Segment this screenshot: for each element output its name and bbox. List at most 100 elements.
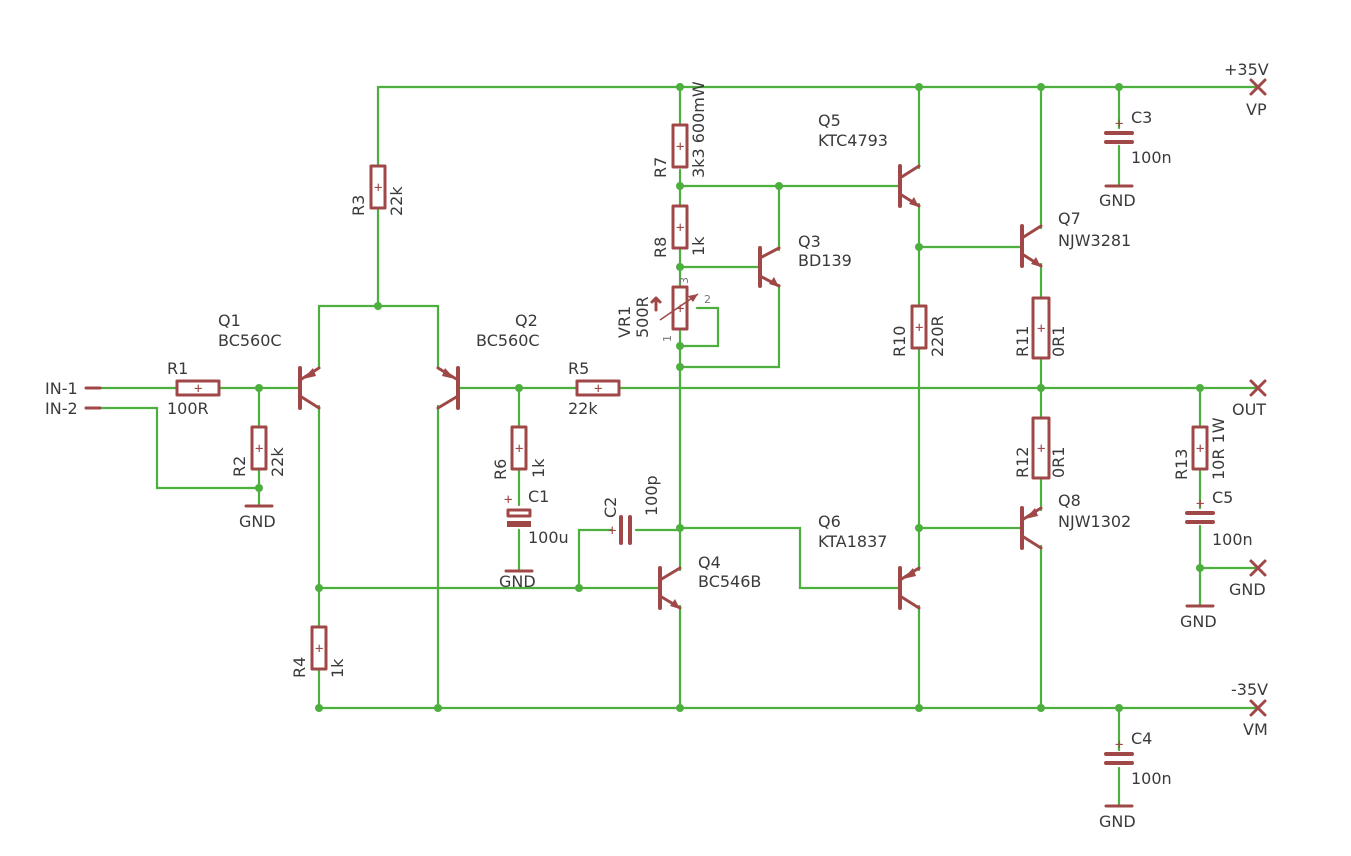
- q7-part: NJW3281: [1058, 231, 1131, 250]
- vm-name: VM: [1243, 720, 1268, 739]
- resistor-r1: + R1 100R: [167, 359, 221, 418]
- vr1-pin1: 1: [661, 335, 674, 342]
- gnd-c1: GND: [499, 569, 536, 591]
- gnd-connector: GND: [1229, 559, 1267, 599]
- r7-name: R7: [651, 157, 670, 178]
- c4-value: 100n: [1131, 769, 1172, 788]
- r2-name: R2: [230, 456, 249, 477]
- c1-value: 100u: [528, 528, 569, 547]
- svg-text:+: +: [1037, 441, 1045, 457]
- svg-text:+: +: [676, 220, 684, 236]
- capacitor-c5: + C5 100n: [1185, 488, 1253, 549]
- gnd-connector-label: GND: [1229, 580, 1266, 599]
- r12-value: 0R1: [1049, 447, 1068, 478]
- resistor-r2: + R2 22k: [230, 425, 287, 477]
- q8-name: Q8: [1058, 491, 1081, 510]
- gnd-r2: GND: [239, 504, 276, 531]
- transistor-q8: Q8 NJW1302: [1020, 491, 1131, 550]
- capacitor-c1: + C1 100u: [504, 487, 569, 547]
- q6-name: Q6: [818, 512, 841, 531]
- r13-name: R13: [1172, 449, 1191, 480]
- r10-value: 220R: [928, 315, 947, 357]
- transistor-q2: Q2 BC560C: [436, 311, 540, 410]
- q3-part: BD139: [798, 251, 852, 270]
- gnd-label: GND: [1099, 191, 1136, 210]
- resistor-r10: + R10 220R: [890, 304, 947, 357]
- in1-label: IN-1: [45, 379, 78, 398]
- svg-text:+: +: [608, 523, 616, 539]
- q4-name: Q4: [698, 553, 721, 572]
- r1-name: R1: [167, 359, 188, 378]
- c3-value: 100n: [1131, 148, 1172, 167]
- c2-name: C2: [601, 497, 620, 518]
- vp-voltage: +35V: [1224, 60, 1269, 79]
- in2-label: IN-2: [45, 399, 78, 418]
- gnd-c4: GND: [1099, 804, 1136, 831]
- wires: [96, 85, 1257, 807]
- r11-name: R11: [1013, 326, 1032, 357]
- q6-part: KTA1837: [818, 532, 887, 551]
- r4-name: R4: [290, 657, 309, 678]
- out-connector: OUT: [1232, 379, 1267, 419]
- svg-text:+: +: [676, 301, 684, 317]
- svg-text:+: +: [915, 320, 923, 336]
- gnd-c5: GND: [1180, 604, 1217, 631]
- svg-text:+: +: [1115, 116, 1123, 132]
- resistor-r5: + R5 22k: [568, 359, 621, 418]
- transistor-q1: Q1 BC560C: [218, 311, 321, 410]
- r5-value: 22k: [568, 399, 598, 418]
- svg-text:+: +: [1196, 496, 1204, 512]
- r8-value: 1k: [689, 236, 708, 256]
- vm-voltage: -35V: [1231, 680, 1268, 699]
- q5-part: KTC4793: [818, 131, 888, 150]
- capacitor-c3: + C3 100n: [1104, 108, 1172, 167]
- q3-name: Q3: [798, 232, 821, 251]
- svg-text:+: +: [374, 180, 382, 196]
- c5-name: C5: [1212, 488, 1233, 507]
- capacitor-c2: + C2 100p: [601, 475, 661, 545]
- svg-text:+: +: [676, 139, 684, 155]
- resistor-r8: + R8 1k: [651, 204, 708, 258]
- transistor-q5: Q5 KTC4793: [818, 111, 921, 208]
- gnd-label: GND: [1099, 812, 1136, 831]
- svg-text:+: +: [194, 381, 202, 397]
- c2-value: 100p: [642, 475, 661, 516]
- resistor-r7: + R7 3k3 600mW: [651, 81, 708, 178]
- trimmer-vr1: + 3 2 1 VR1 500R: [615, 277, 711, 342]
- q8-part: NJW1302: [1058, 512, 1131, 531]
- vr1-name: VR1: [615, 306, 634, 338]
- vr1-pin2: 2: [704, 293, 711, 306]
- r6-value: 1k: [529, 458, 548, 478]
- svg-text:+: +: [515, 441, 523, 457]
- r1-value: 100R: [167, 399, 209, 418]
- r3-value: 22k: [387, 186, 406, 216]
- svg-text:+: +: [594, 381, 602, 397]
- transistor-q7: Q7 NJW3281: [1020, 209, 1131, 268]
- transistor-q4: Q4 BC546B: [658, 553, 761, 610]
- gnd-c3: GND: [1099, 184, 1136, 210]
- vr1-value: 500R: [633, 296, 652, 338]
- vm-connector: -35V VM: [1231, 680, 1268, 739]
- r6-name: R6: [491, 459, 510, 480]
- vr1-pin3: 3: [678, 277, 691, 284]
- c4-name: C4: [1131, 729, 1152, 748]
- input-connector: IN-1 IN-2: [45, 379, 102, 418]
- c5-value: 100n: [1212, 530, 1253, 549]
- r4-value: 1k: [328, 658, 347, 678]
- svg-text:+: +: [1196, 441, 1204, 457]
- svg-text:+: +: [1115, 737, 1123, 753]
- svg-text:+: +: [504, 492, 512, 508]
- resistor-r6: + R6 1k: [491, 425, 548, 480]
- gnd-label: GND: [499, 572, 536, 591]
- r12-name: R12: [1013, 447, 1032, 478]
- r7-value: 3k3 600mW: [689, 81, 708, 178]
- c1-name: C1: [528, 487, 549, 506]
- q2-part: BC560C: [476, 331, 540, 350]
- r10-name: R10: [890, 326, 909, 357]
- c3-name: C3: [1131, 108, 1152, 127]
- junctions: [255, 83, 1204, 712]
- r8-name: R8: [651, 237, 670, 258]
- r13-value: 10R 1W: [1209, 417, 1228, 480]
- svg-text:+: +: [315, 641, 323, 657]
